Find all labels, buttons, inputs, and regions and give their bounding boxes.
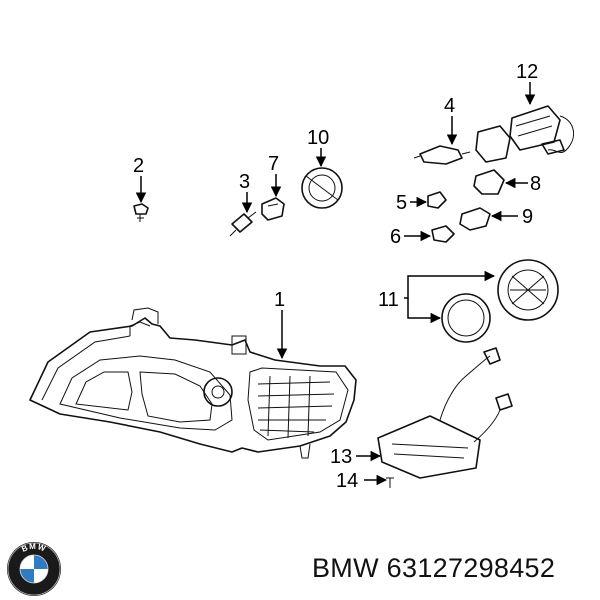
socket-part-8 bbox=[473, 169, 505, 195]
callout-14: 14 bbox=[336, 470, 358, 492]
logo-letters: BMW bbox=[20, 542, 46, 554]
callout-5: 5 bbox=[396, 192, 407, 214]
bulb-part-5 bbox=[427, 191, 447, 209]
callout-7: 7 bbox=[268, 153, 279, 175]
leader-lines bbox=[135, 82, 536, 486]
svg-text:BMW: BMW bbox=[20, 542, 47, 554]
callout-9: 9 bbox=[522, 206, 533, 228]
screw-part bbox=[133, 203, 149, 222]
callout-11: 11 bbox=[378, 289, 399, 311]
callout-10: 10 bbox=[307, 127, 329, 149]
callout-6: 6 bbox=[390, 226, 401, 248]
callout-4: 4 bbox=[444, 95, 455, 117]
callout-13: 13 bbox=[330, 446, 352, 468]
seal-ring-part-11 bbox=[441, 293, 491, 343]
headlamp-assembly bbox=[29, 307, 357, 459]
hid-bulb-part-4 bbox=[413, 145, 471, 165]
bolt-part-14 bbox=[386, 477, 394, 488]
callout-12: 12 bbox=[516, 61, 538, 83]
socket-part-9 bbox=[459, 207, 491, 231]
socket-part-7 bbox=[261, 197, 285, 221]
part-number-caption: BMW 63127298452 bbox=[312, 553, 556, 583]
bulb-part-6 bbox=[431, 225, 455, 243]
callout-3: 3 bbox=[239, 171, 250, 193]
ballast-part-13 bbox=[377, 347, 513, 479]
bulb-part-3 bbox=[229, 211, 257, 237]
bmw-roundel-logo-icon: BMW bbox=[7, 542, 61, 596]
callout-8: 8 bbox=[530, 173, 541, 195]
igniter-part-12 bbox=[475, 105, 575, 163]
rear-cover-part-11 bbox=[497, 259, 559, 321]
callout-2: 2 bbox=[133, 155, 144, 177]
cap-part-10 bbox=[301, 167, 343, 209]
callout-1: 1 bbox=[274, 289, 285, 311]
